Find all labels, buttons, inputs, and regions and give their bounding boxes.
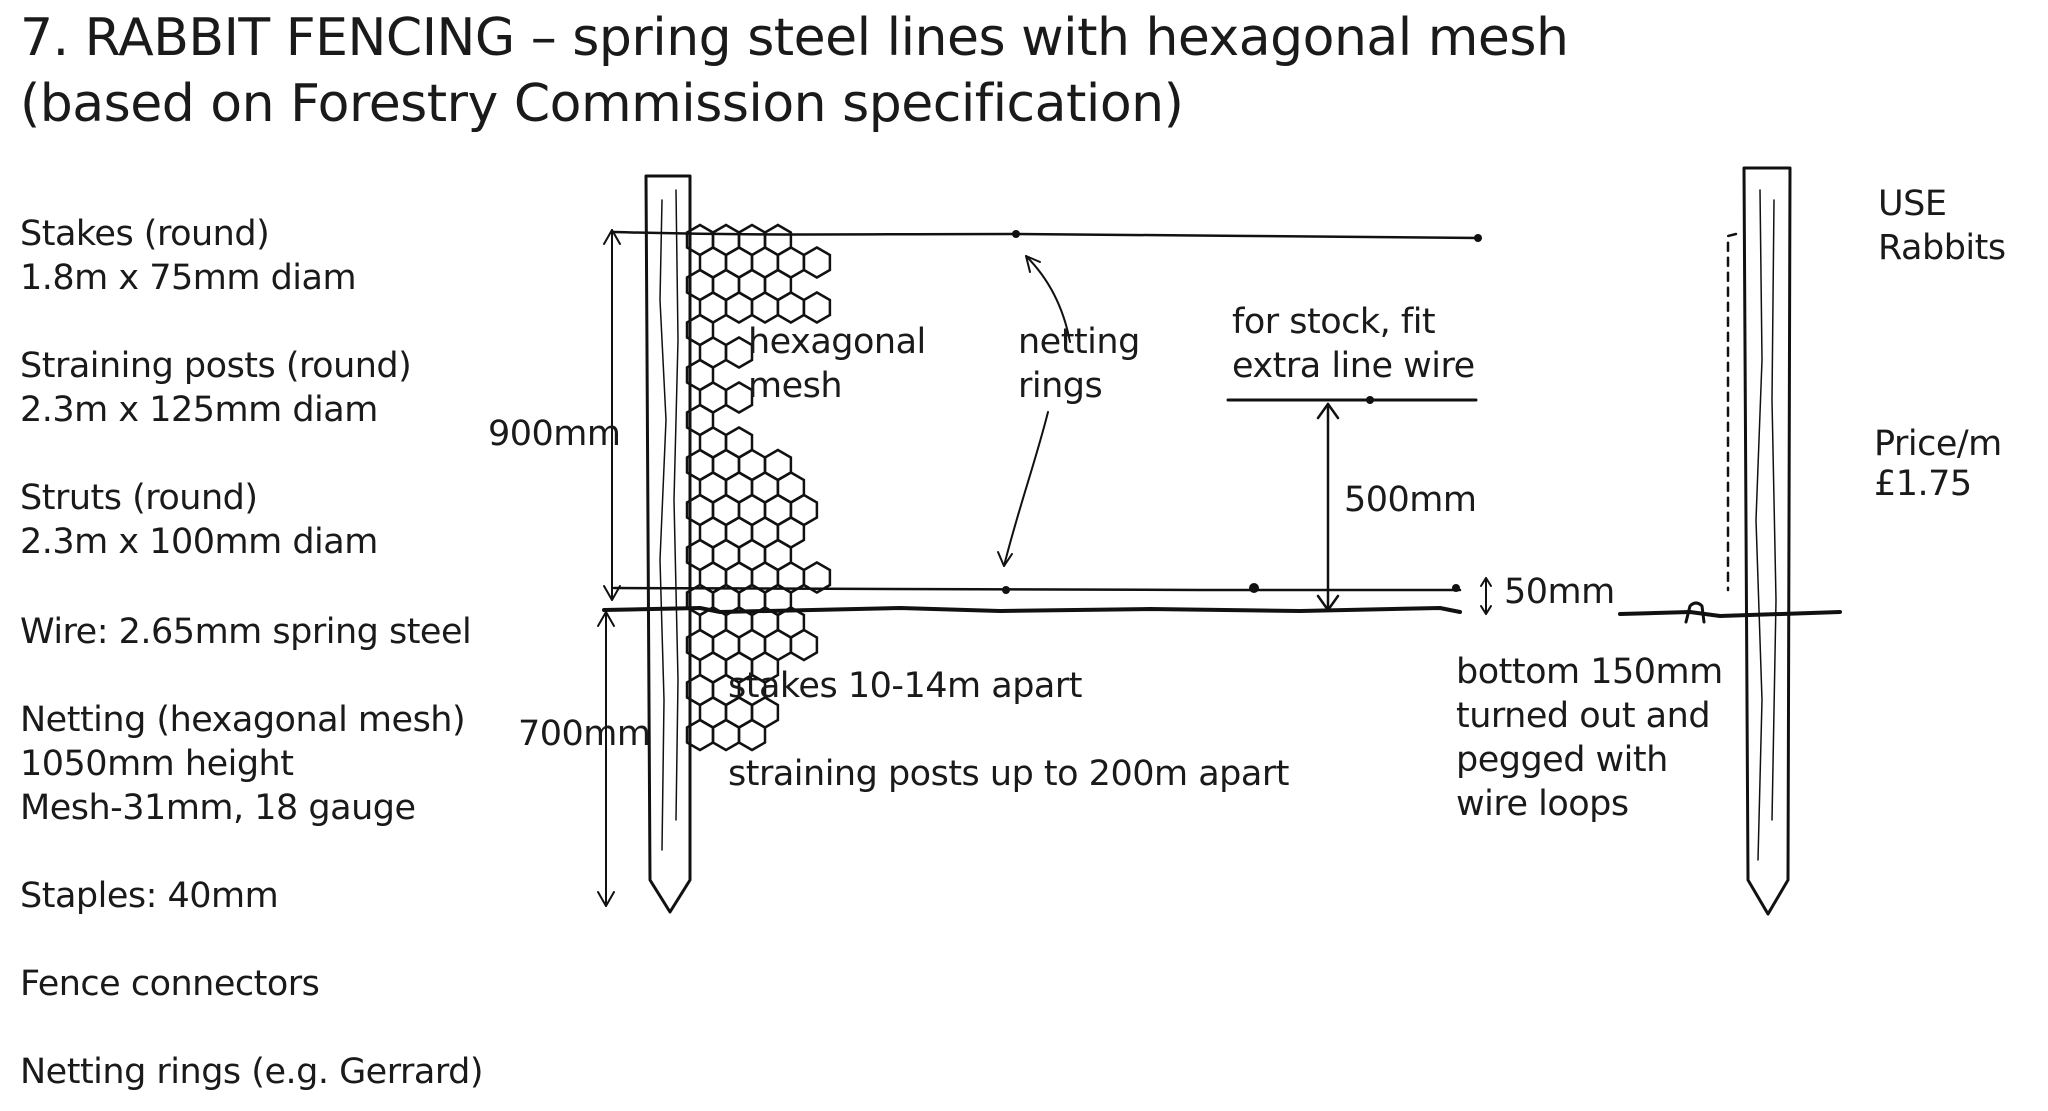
top-wire	[612, 230, 1482, 240]
bottom-note-4: wire loops	[1456, 784, 1629, 824]
bottom-note-2: turned out and	[1456, 696, 1711, 736]
spec-netting-mesh: Mesh-31mm, 18 gauge	[20, 788, 416, 828]
spec-stakes-size: 1.8m x 75mm diam	[20, 258, 357, 298]
netting-rings-arrow-up	[1025, 255, 1071, 343]
mesh-cell	[789, 628, 819, 662]
use-value: Rabbits	[1878, 228, 2006, 268]
stakes-spacing-note: stakes 10-14m apart	[728, 666, 1082, 706]
left-stake	[644, 174, 692, 914]
netting-rings-label-2: rings	[1018, 366, 1103, 406]
price-value: £1.75	[1874, 464, 1972, 504]
dim-500-label: 500mm	[1344, 480, 1477, 520]
mesh-cell	[802, 561, 832, 594]
spec-staples: Staples: 40mm	[20, 876, 279, 916]
netting-rings-arrow-down	[1003, 411, 1049, 567]
stock-note-1: for stock, fit	[1232, 302, 1436, 342]
hexagonal-mesh	[685, 223, 832, 752]
title-line-2: (based on Forestry Commission specificat…	[20, 74, 1184, 134]
mesh-cell	[802, 246, 832, 279]
mesh-cell	[724, 336, 754, 369]
mesh-cell	[737, 718, 767, 752]
spec-netting-rings: Netting rings (e.g. Gerrard)	[20, 1052, 483, 1092]
bottom-wire	[612, 586, 1462, 592]
mesh-cell	[776, 291, 806, 324]
straining-spacing-note: straining posts up to 200m apart	[728, 754, 1289, 794]
netting-rings-label-1: netting	[1018, 322, 1140, 362]
left-stake-grain	[659, 199, 667, 851]
spec-struts-size: 2.3m x 100mm diam	[20, 522, 378, 562]
spec-struts-label: Struts (round)	[20, 478, 258, 518]
mesh-cell	[750, 291, 780, 324]
stock-note-2: extra line wire	[1232, 346, 1475, 386]
title-line-1: 7. RABBIT FENCING – spring steel lines w…	[20, 8, 1569, 68]
spec-netting-height: 1050mm height	[20, 744, 294, 784]
spec-wire: Wire: 2.65mm spring steel	[20, 612, 472, 652]
spec-straining-label: Straining posts (round)	[20, 346, 412, 386]
ground-line	[602, 606, 1462, 614]
price-label: Price/m	[1874, 424, 2002, 464]
bottom-note-3: pegged with	[1456, 740, 1668, 780]
spec-stakes-label: Stakes (round)	[20, 214, 270, 254]
mesh-cell	[724, 381, 754, 414]
spec-straining-size: 2.3m x 125mm diam	[20, 390, 378, 430]
wire-loop-peg	[1684, 601, 1706, 624]
right-post	[1742, 166, 1792, 916]
use-label: USE	[1878, 184, 1947, 224]
mesh-cell	[802, 291, 832, 324]
dim-700-label: 700mm	[518, 714, 651, 754]
dim-900-label: 900mm	[488, 414, 621, 454]
mesh-cell	[724, 291, 754, 324]
dim-50-label: 50mm	[1504, 572, 1615, 612]
right-post-grain	[1755, 189, 1763, 861]
hex-mesh-label-1: hexagonal	[748, 322, 926, 362]
mesh-cell	[711, 718, 741, 752]
spec-netting-label: Netting (hexagonal mesh)	[20, 700, 466, 740]
spec-connectors: Fence connectors	[20, 964, 320, 1004]
bottom-note-1: bottom 150mm	[1456, 652, 1723, 692]
hex-mesh-label-2: mesh	[748, 366, 843, 406]
strut-dashed	[1726, 232, 1738, 592]
